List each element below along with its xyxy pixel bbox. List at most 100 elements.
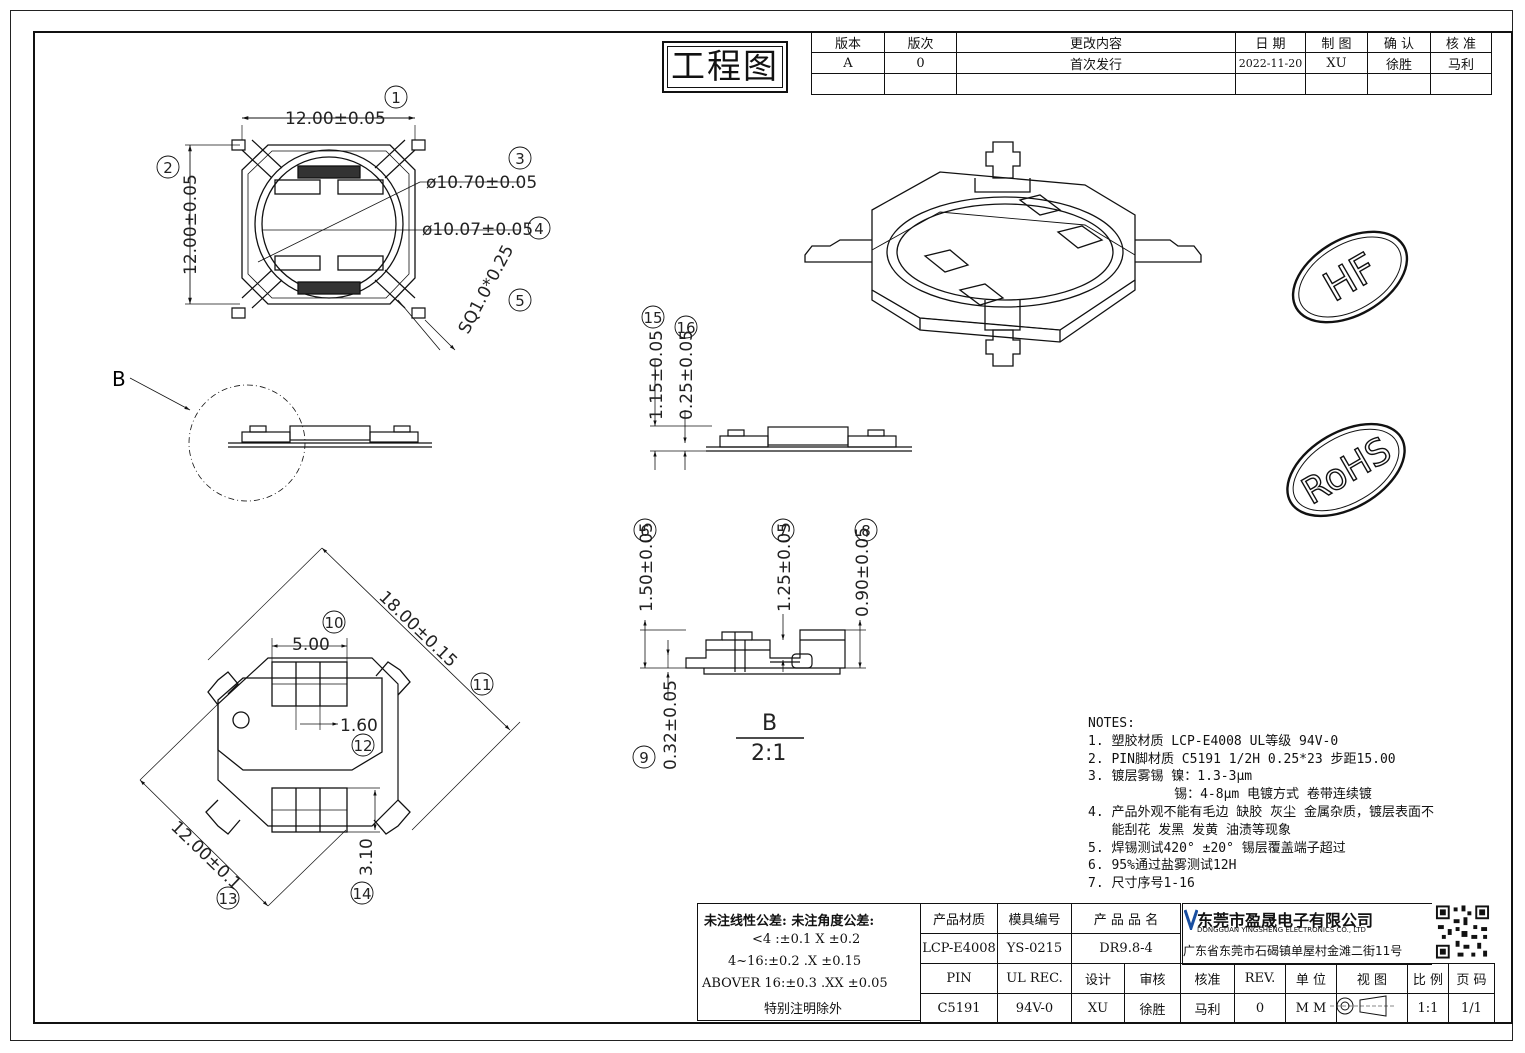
balloon-3: 3 bbox=[515, 150, 525, 168]
rev-h-approve: 核 准 bbox=[1430, 31, 1492, 53]
balloon-5: 5 bbox=[515, 292, 525, 310]
company-address: 广东省东莞市石碣镇单屋村金滩二街11号 bbox=[1183, 944, 1403, 958]
balloon-16: 16 bbox=[676, 319, 695, 337]
dim-height: 12.00±0.05 bbox=[181, 174, 201, 275]
rev-date: 2022-11-20 bbox=[1235, 52, 1306, 74]
note-line: 2. PIN脚材质 C5191 1/2H 0.25*23 步距15.00 bbox=[1088, 751, 1396, 767]
tb-label-rev: REV. bbox=[1234, 963, 1286, 994]
dim-090: 0.90±0.05 bbox=[853, 527, 873, 617]
top-view-balloons: 1 2 3 4 5 bbox=[156, 85, 551, 312]
tb-design: XU bbox=[1071, 993, 1125, 1024]
bottom-view-balloons: 10 11 12 13 14 bbox=[216, 610, 494, 910]
tb-label-ul: UL REC. bbox=[997, 963, 1072, 994]
company-logo-icon bbox=[1184, 909, 1198, 930]
rohs-mark: RoHS bbox=[1286, 422, 1406, 518]
top-view bbox=[185, 116, 520, 351]
tb-material: LCP-E4008 bbox=[920, 933, 998, 964]
dim-outer-diameter: ø10.70±0.05 bbox=[426, 173, 537, 193]
tolerance-box: 未注线性公差: 未注角度公差: <4 :±0.1 X ±0.2 4~16:±0.… bbox=[697, 903, 920, 1021]
note-line: 锡：4-8μm 电镀方式 卷带连续镀 bbox=[1088, 787, 1372, 803]
tb-label-material: 产品材质 bbox=[920, 903, 998, 934]
balloon-6: 6 bbox=[640, 522, 650, 540]
balloon-4: 4 bbox=[534, 220, 544, 238]
tb-label-view: 视 图 bbox=[1336, 963, 1408, 994]
tb-pin: C5191 bbox=[920, 993, 998, 1024]
hf-mark-text: HF bbox=[1316, 245, 1385, 311]
qr-code-icon bbox=[1434, 903, 1491, 961]
dim-height-025: 0.25±0.05 bbox=[677, 330, 697, 420]
title-block-row-values-2: C5191 94V-0 XU 徐胜 马利 0 M M 1:1 1/1 bbox=[920, 993, 1495, 1024]
rev-h-version: 版本 bbox=[811, 31, 885, 53]
tb-label-page: 页 码 bbox=[1448, 963, 1495, 994]
detail-b-view bbox=[640, 614, 866, 739]
balloon-8: 8 bbox=[861, 522, 871, 540]
tb-label-review: 审核 bbox=[1124, 963, 1181, 994]
tb-unit: M M bbox=[1285, 993, 1337, 1024]
side-view-left bbox=[129, 377, 432, 502]
note-line: 7. 尺寸序号1-16 bbox=[1088, 876, 1195, 892]
tb-mold: YS-0215 bbox=[997, 933, 1072, 964]
tb-scale: 1:1 bbox=[1407, 993, 1449, 1024]
side-view-balloons: 15 16 bbox=[641, 305, 698, 339]
balloon-11: 11 bbox=[472, 676, 491, 694]
title-block-row-labels-2: PIN UL REC. 设计 审核 核准 REV. 单 位 视 图 比 例 页 … bbox=[920, 963, 1495, 994]
detail-b-balloons: 6 7 8 9 bbox=[632, 518, 878, 769]
company-name-cn: 东莞市盈晟电子有限公司 bbox=[1197, 911, 1374, 930]
hf-mark: HF bbox=[1291, 230, 1409, 324]
tb-label-design: 设计 bbox=[1071, 963, 1125, 994]
tolerance-line: ABOVER 16:±0.3 .XX ±0.05 bbox=[702, 976, 888, 991]
company-name-en: DONGGUAN YINGSHENG ELECTRONICS CO., LTD bbox=[1197, 926, 1366, 934]
dim-pin-sq: SQ1.0*0.25 bbox=[455, 242, 518, 338]
bottom-view bbox=[139, 547, 521, 907]
tb-review: 徐胜 bbox=[1124, 993, 1181, 1024]
dim-150: 1.50±0.05 bbox=[637, 522, 657, 612]
tb-label-scale: 比 例 bbox=[1407, 963, 1449, 994]
detail-b-scale: 2:1 bbox=[751, 741, 786, 766]
note-line: 4. 产品外观不能有毛边 缺胶 灰尘 金属杂质，镀层表面不 bbox=[1088, 804, 1434, 820]
balloon-10: 10 bbox=[324, 614, 343, 632]
note-line: 能刮花 发黑 发黄 油渍等现象 bbox=[1088, 822, 1291, 838]
isometric-view bbox=[804, 141, 1202, 367]
dim-pad-height: 3.10 bbox=[357, 838, 377, 876]
tb-label-product: 产 品 品 名 bbox=[1071, 903, 1181, 934]
note-line: 6. 95%通过盐雾测试12H bbox=[1088, 858, 1237, 874]
dim-pad-width: 5.00 bbox=[292, 635, 330, 655]
tb-page: 1/1 bbox=[1448, 993, 1495, 1024]
bottom-view-labels: 18.00±0.15 5.00 1.60 12.00±0.1 3.10 bbox=[167, 587, 461, 894]
balloon-12: 12 bbox=[353, 737, 372, 755]
balloon-14: 14 bbox=[352, 885, 371, 903]
notes-block: NOTES: 1. 塑胶材质 LCP-E4008 UL等级 94V-0 2. P… bbox=[1088, 715, 1434, 893]
tb-view bbox=[1336, 993, 1408, 1024]
dim-inner-diameter: ø10.07±0.05 bbox=[422, 220, 533, 240]
balloon-1: 1 bbox=[391, 89, 401, 107]
company-block: 东莞市盈晟电子有限公司 DONGGUAN YINGSHENG ELECTRONI… bbox=[1182, 903, 1432, 965]
balloon-15: 15 bbox=[643, 309, 662, 327]
tb-label-unit: 单 位 bbox=[1285, 963, 1337, 994]
rev-h-change: 更改内容 bbox=[956, 31, 1236, 53]
dim-125: 1.25±0.05 bbox=[775, 522, 795, 612]
rohs-mark-text: RoHS bbox=[1295, 430, 1398, 513]
tolerance-line: 特别注明除外 bbox=[764, 1002, 843, 1017]
tb-rev: 0 bbox=[1234, 993, 1286, 1024]
balloon-2: 2 bbox=[163, 159, 173, 177]
notes-heading: NOTES: bbox=[1088, 716, 1135, 731]
dim-overall-diag: 18.00±0.15 bbox=[375, 587, 461, 671]
dim-height-115: 1.15±0.05 bbox=[647, 330, 667, 420]
title-block-row-labels: 产品材质 模具编号 产 品 品 名 bbox=[920, 903, 1495, 934]
note-line: 1. 塑胶材质 LCP-E4008 UL等级 94V-0 bbox=[1088, 733, 1339, 749]
balloon-7: 7 bbox=[778, 522, 788, 540]
side-view-labels: 1.15±0.05 0.25±0.05 bbox=[647, 330, 697, 420]
drawing-title-badge: 工程图 bbox=[662, 41, 788, 93]
dim-width: 12.00±0.05 bbox=[285, 109, 386, 129]
note-line: 5. 焊锡测试420° ±20° 锡层覆盖端子超过 bbox=[1088, 840, 1346, 856]
tb-product: DR9.8-4 bbox=[1071, 933, 1181, 964]
detail-b-label: B bbox=[762, 711, 777, 736]
tb-approve: 马利 bbox=[1180, 993, 1235, 1024]
dim-pad-gap: 1.60 bbox=[340, 716, 378, 736]
balloon-13: 13 bbox=[218, 890, 237, 908]
tolerance-line: 4~16:±0.2 .X ±0.15 bbox=[728, 954, 862, 969]
note-line: 3. 镀层雾锡 镍：1.3-3μm bbox=[1088, 769, 1253, 785]
top-view-labels: 12.00±0.05 12.00±0.05 ø10.70±0.05 ø10.07… bbox=[181, 109, 537, 337]
